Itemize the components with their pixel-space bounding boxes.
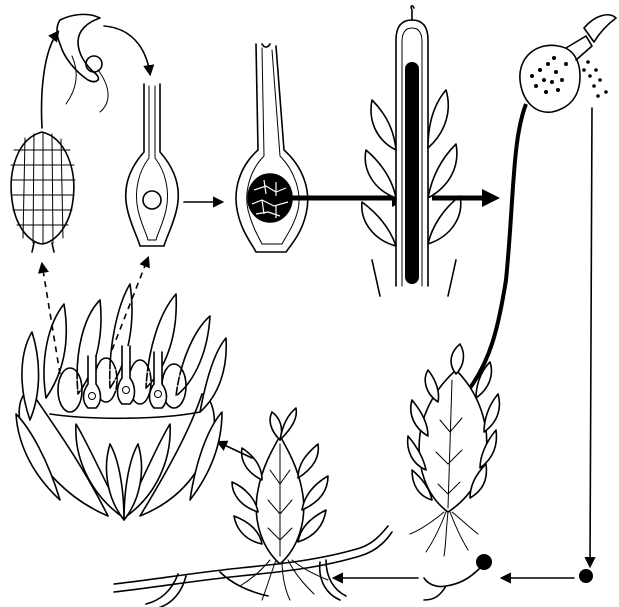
archegonium-with-embryo [236, 44, 308, 252]
arrow-right-icon [432, 189, 500, 207]
spore [579, 569, 593, 583]
archegonium [126, 84, 179, 246]
antheridium [11, 132, 75, 252]
mature-gametophyte-with-sporophyte [408, 344, 500, 556]
arrow-up-icon [42, 32, 58, 128]
arrow-left-icon [218, 442, 252, 458]
sperm [57, 14, 108, 112]
young-sporophyte [362, 6, 461, 296]
shoot-apex-with-sex-organs [16, 284, 226, 520]
germinating-spore [424, 554, 492, 600]
arrow-down-icon [104, 26, 150, 74]
arrow-down-icon [590, 108, 592, 566]
